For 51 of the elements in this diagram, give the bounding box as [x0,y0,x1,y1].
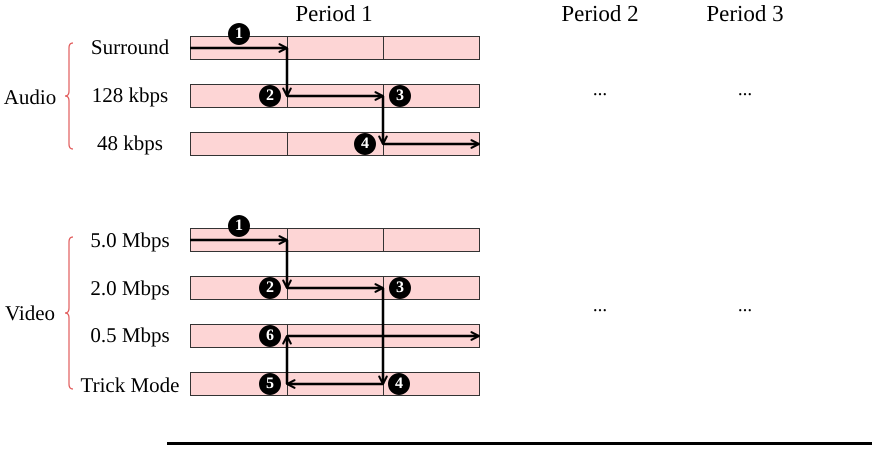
segment-block [190,324,288,348]
segment-block [190,132,288,156]
row-label: 0.5 Mbps [90,322,170,348]
callout-number: 2 [259,277,281,299]
row-label: 5.0 Mbps [90,228,170,252]
segment-block [190,276,288,300]
arrow [287,91,384,101]
arrow [287,283,384,293]
ellipsis-text: ... [592,295,608,317]
callout-number: 6 [259,325,281,347]
ellipsis-text: ... [592,79,608,101]
row-label: Trick Mode [80,372,180,398]
group-label: Video [4,300,56,326]
row-label: Surround [90,34,170,60]
callout-number: 3 [389,277,411,299]
ellipsis-text: ... [738,295,752,317]
segment-block [190,372,288,396]
row-label: 48 kbps [97,130,163,156]
period-heading: Period 1 [295,0,373,28]
arrow [282,240,292,289]
arrow [282,335,292,384]
callout-number: 1 [228,23,250,45]
row-label: 2.0 Mbps [90,276,170,300]
arrow [282,48,292,97]
period-heading: Period 2 [561,0,639,28]
arrow [378,96,388,145]
segment-block [287,36,384,60]
arrow [286,379,383,389]
ellipsis-text: ... [738,79,752,101]
group-label: Audio [4,84,56,110]
segment-block [383,84,480,108]
callout-number: 1 [228,215,250,237]
callout-number: 2 [259,85,281,107]
arrow [287,331,480,341]
segment-block [190,84,288,108]
arrow [383,139,480,149]
arrow [378,288,388,385]
segment-block [383,228,480,252]
row-label: 128 kbps [92,82,168,108]
segment-block [383,36,480,60]
period-heading: Period 3 [706,0,784,28]
callout-number: 3 [389,85,411,107]
segment-block [383,372,480,396]
callout-number: 4 [354,133,376,155]
segment-block [287,132,384,156]
segment-block [383,276,480,300]
callout-number: 5 [259,373,281,395]
arrow [190,43,288,53]
callout-number: 4 [388,373,410,395]
arrow [190,235,288,245]
segment-block [287,228,384,252]
